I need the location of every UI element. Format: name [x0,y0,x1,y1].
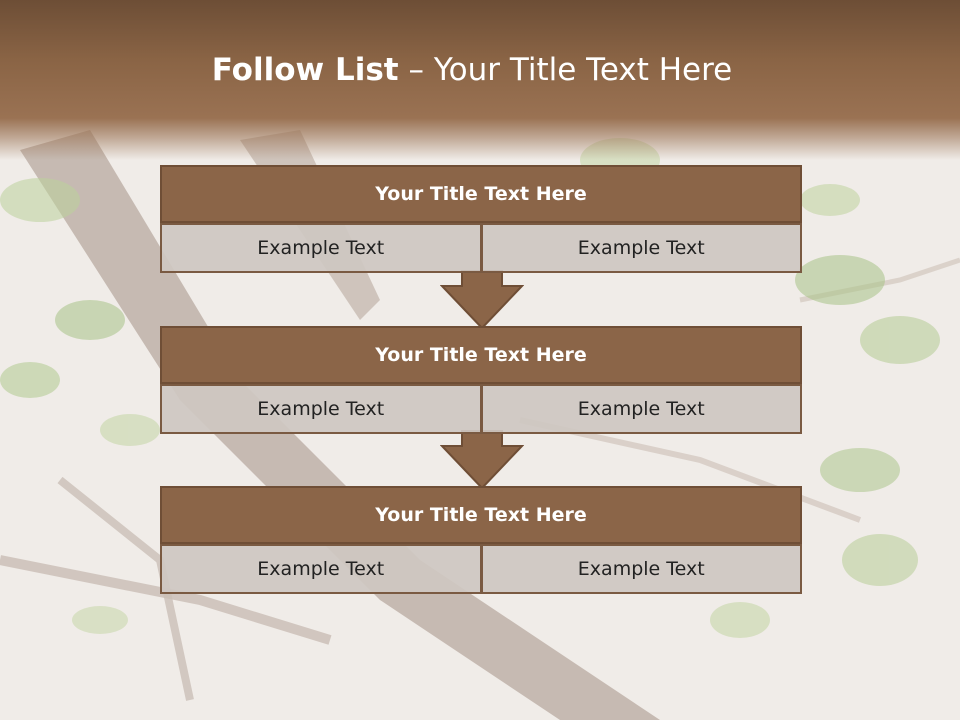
down-arrow-icon [440,270,524,330]
slide-header-band [0,0,960,160]
slide-title-bold: Follow List [211,52,399,88]
list-block-1: Your Title Text Here Example Text Exampl… [160,165,802,273]
block-cell-left: Example Text [160,544,482,594]
list-block-3: Your Title Text Here Example Text Exampl… [160,486,802,594]
block-cell-left: Example Text [160,384,482,434]
slide-title: Follow List – Your Title Text Here [0,52,944,88]
block-cell-left: Example Text [160,223,482,273]
block-cell-right: Example Text [481,384,802,434]
slide-title-rest: – Your Title Text Here [398,52,733,88]
block-title: Your Title Text Here [160,486,802,544]
down-arrow-icon [440,430,524,490]
block-row: Example Text Example Text [160,384,802,434]
block-title: Your Title Text Here [160,326,802,384]
block-title: Your Title Text Here [160,165,802,223]
block-cell-right: Example Text [481,544,802,594]
list-block-2: Your Title Text Here Example Text Exampl… [160,326,802,434]
block-row: Example Text Example Text [160,223,802,273]
block-row: Example Text Example Text [160,544,802,594]
block-cell-right: Example Text [481,223,802,273]
